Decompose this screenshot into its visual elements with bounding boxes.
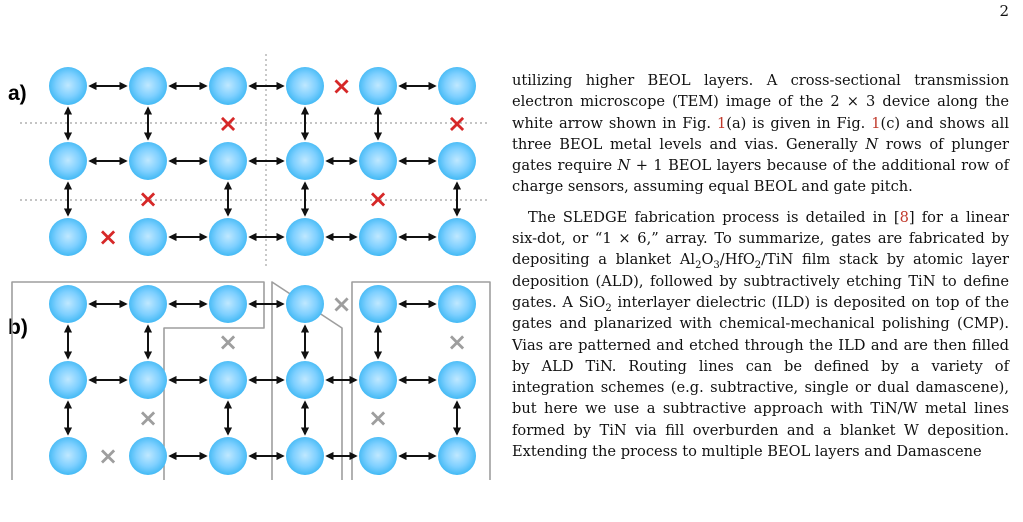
panel-b-quantum-dot — [49, 437, 87, 475]
panel-a-quantum-dot — [286, 142, 324, 180]
panel-a-quantum-dot — [129, 218, 167, 256]
fig-ref-link[interactable]: 1 — [716, 114, 727, 132]
paragraph-2: The SLEDGE fabrication process is detail… — [512, 208, 1009, 461]
body-text-column: utilizing higher BEOL layers. A cross-se… — [512, 70, 1009, 462]
panel-b-quantum-dot — [49, 285, 87, 323]
paragraph-1: utilizing higher BEOL layers. A cross-se… — [512, 72, 1009, 196]
panel-a-quantum-dot — [359, 142, 397, 180]
panel-b-quantum-dot — [286, 285, 324, 323]
panel-a-quantum-dot — [286, 67, 324, 105]
panel-a-h-no-coupling-cross: × — [98, 223, 118, 251]
panel-a-v-no-coupling-cross: × — [218, 110, 238, 138]
panel-a-v-no-coupling-cross: × — [368, 185, 388, 213]
panel-b-quantum-dot — [209, 361, 247, 399]
panel-a-quantum-dot — [438, 142, 476, 180]
routing-region-3 — [351, 281, 491, 480]
panel-a-label: a) — [8, 82, 27, 105]
panel-b-quantum-dot — [359, 285, 397, 323]
panel-b-h-no-coupling-cross: × — [331, 290, 351, 318]
panel-b-quantum-dot — [49, 361, 87, 399]
panel-b-quantum-dot — [438, 361, 476, 399]
panel-a-quantum-dot — [129, 67, 167, 105]
panel-a-quantum-dot — [49, 218, 87, 256]
panel-b-quantum-dot — [209, 437, 247, 475]
panel-b-v-no-coupling-cross: × — [368, 404, 388, 432]
panel-a-quantum-dot — [359, 218, 397, 256]
panel-b-v-no-coupling-cross: × — [218, 328, 238, 356]
panel-b-label: b) — [8, 316, 28, 339]
quantum-dot-array-figure: a) b) × × × × × × × × × × × × — [8, 54, 491, 480]
panel-a-quantum-dot — [286, 218, 324, 256]
routing-region-1 — [11, 281, 265, 480]
panel-b-quantum-dot — [129, 437, 167, 475]
panel-b-quantum-dot — [359, 361, 397, 399]
citation-link[interactable]: 8 — [899, 208, 909, 226]
panel-a-quantum-dot — [438, 67, 476, 105]
panel-b-h-no-coupling-cross: × — [98, 442, 118, 470]
panel-a-quantum-dot — [209, 67, 247, 105]
panel-b-quantum-dot — [129, 285, 167, 323]
panel-a-quantum-dot — [438, 218, 476, 256]
panel-a-quantum-dot — [49, 142, 87, 180]
panel-a-quantum-dot — [129, 142, 167, 180]
panel-a-quantum-dot — [209, 142, 247, 180]
panel-b-quantum-dot — [286, 361, 324, 399]
panel-b-quantum-dot — [209, 285, 247, 323]
panel-b-quantum-dot — [438, 437, 476, 475]
panel-a-v-no-coupling-cross: × — [447, 110, 467, 138]
panel-b-v-no-coupling-cross: × — [138, 404, 158, 432]
panel-b-array: × × × × × × — [49, 285, 476, 475]
panel-b-quantum-dot — [438, 285, 476, 323]
fig-ref-link[interactable]: 1 — [871, 114, 881, 132]
panel-b-quantum-dot — [129, 361, 167, 399]
page-number: 2 — [999, 2, 1009, 20]
panel-b-v-no-coupling-cross: × — [447, 328, 467, 356]
panel-b-quantum-dot — [286, 437, 324, 475]
panel-a-v-no-coupling-cross: × — [138, 185, 158, 213]
panel-a-quantum-dot — [49, 67, 87, 105]
panel-a-array: × × × × × × — [49, 67, 476, 256]
panel-a-quantum-dot — [209, 218, 247, 256]
panel-a-h-no-coupling-cross: × — [331, 72, 351, 100]
panel-b-quantum-dot — [359, 437, 397, 475]
panel-a-quantum-dot — [359, 67, 397, 105]
